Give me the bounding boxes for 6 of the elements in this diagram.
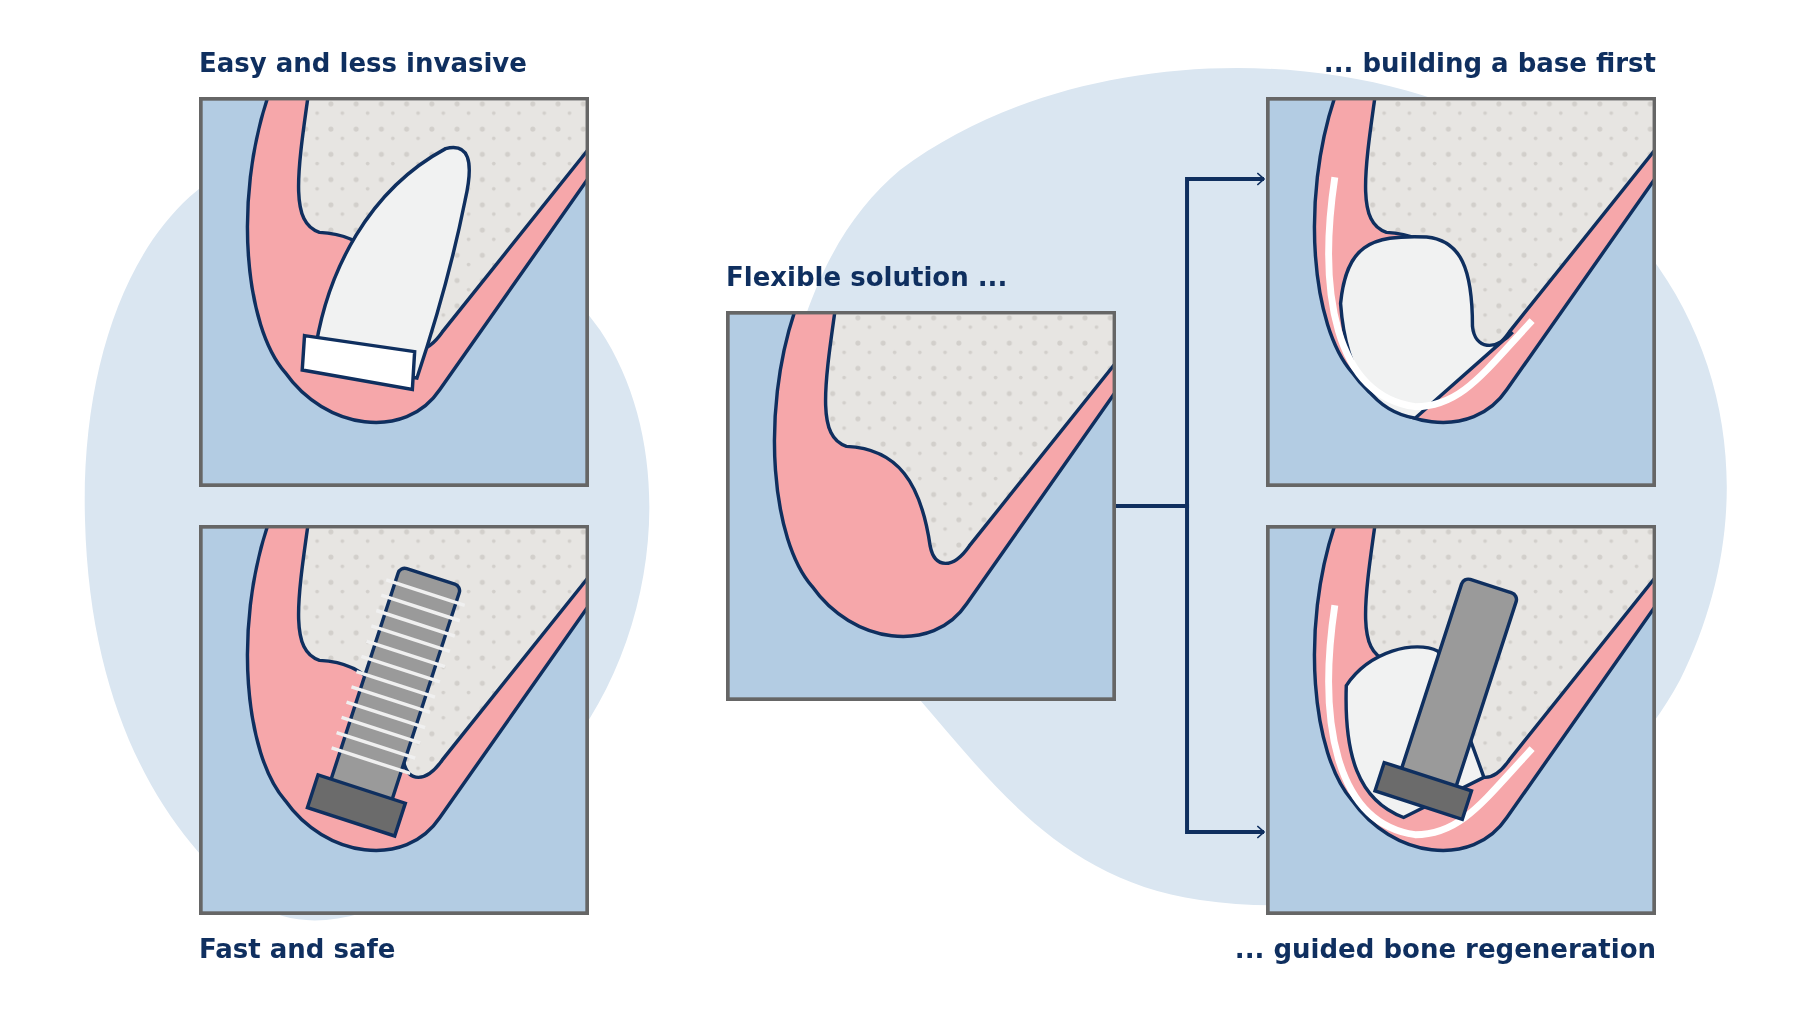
panel-heading: ... guided bone regeneration [1234, 933, 1656, 966]
panel-heading: Flexible solution ... [726, 261, 1008, 294]
panel-heading: ... building a base first [1323, 47, 1656, 80]
arrow [1116, 504, 1265, 839]
panel-heading: Fast and safe [199, 933, 396, 966]
panel-heading: Easy and less invasive [199, 47, 527, 80]
